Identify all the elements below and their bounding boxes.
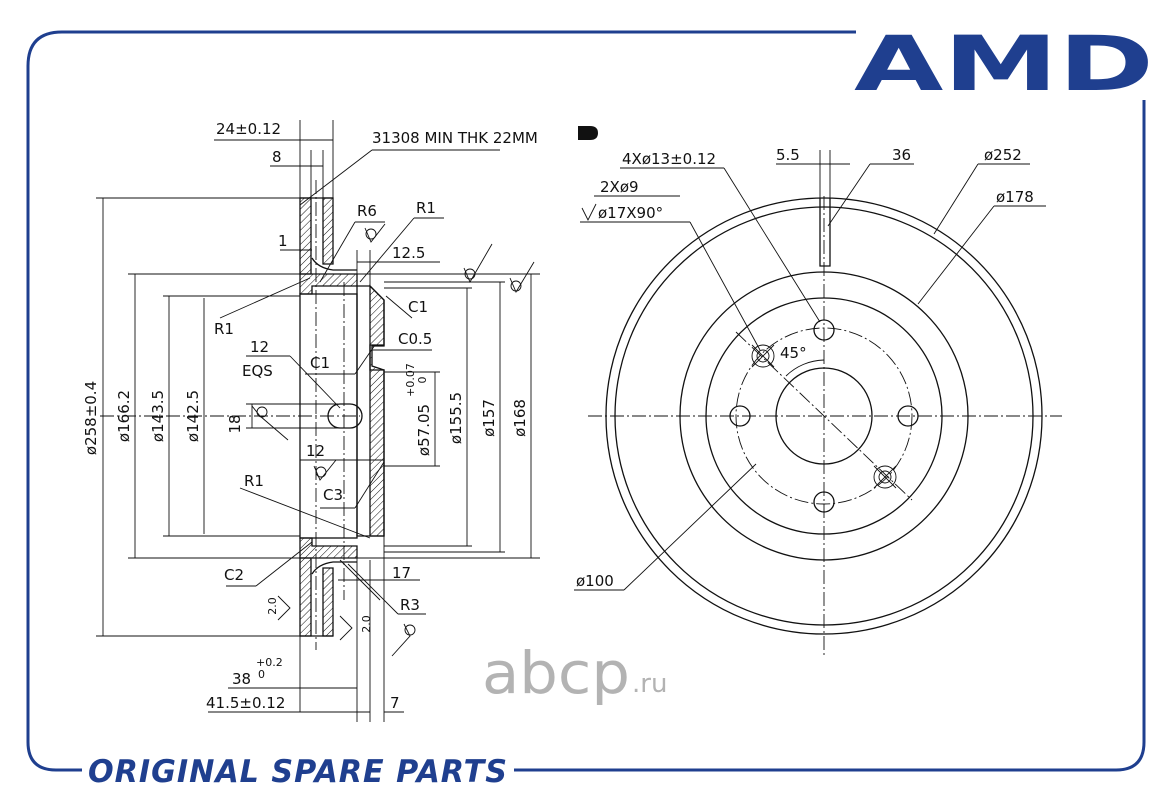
blue-frame <box>26 30 1146 772</box>
width-8-label: 8 <box>272 148 282 166</box>
c1-right-label: C1 <box>408 298 428 316</box>
dim-2-0-left-label: 2.0 <box>266 597 279 615</box>
top-outer-plate <box>299 197 312 275</box>
countersunk-hole-upper-left <box>751 344 775 368</box>
side-view-section: 24±0.12 8 31308 MIN THK 22MM 1 R6 R1 12.… <box>82 120 598 722</box>
countersink-icon <box>581 203 597 222</box>
dim-41-label: 41.5±0.12 <box>206 694 285 712</box>
d142-label: ø142.5 <box>184 390 202 442</box>
dim-12-5-label: 12.5 <box>392 244 425 262</box>
c1-mid-label: C1 <box>310 354 330 372</box>
friction-ring-outer <box>614 206 1034 626</box>
watermark-suffix: .ru <box>632 669 667 699</box>
dim-2-0-right-label: 2.0 <box>360 615 373 633</box>
bolt-hole-bottom <box>813 491 835 513</box>
diameter-dimensions <box>96 197 540 637</box>
front-view: 4Xø13±0.12 2Xø9 ø17X90° 5.5 36 ø252 ø178… <box>574 146 1062 656</box>
c2-label: C2 <box>224 566 244 584</box>
d57-tol-upper-label: +0.07 <box>404 363 417 397</box>
logo-text: AMD <box>854 19 1154 108</box>
angle-arc <box>785 359 825 377</box>
bolt-slot <box>327 403 363 429</box>
countersunk-hole-lower-right <box>873 465 897 489</box>
bolt-hole-left <box>729 405 751 427</box>
r1-top-label: R1 <box>416 199 436 217</box>
r3-label: R3 <box>400 596 420 614</box>
watermark: abcp .ru <box>482 639 667 707</box>
d252-label: ø252 <box>984 146 1022 164</box>
d57-tol-lower-label: 0 <box>416 377 429 384</box>
bolt-circle <box>735 327 913 505</box>
dim-7-label: 7 <box>390 694 400 712</box>
d168-label: ø168 <box>511 399 529 437</box>
bottom-hat-wall <box>299 537 358 559</box>
c3-label: C3 <box>323 486 343 504</box>
d-symbol-icon <box>578 126 598 140</box>
bottom-dimensions <box>208 536 426 722</box>
friction-ring-inner <box>679 271 969 561</box>
d155-label: ø155.5 <box>447 392 465 444</box>
holes-2-label: 2Xø9 <box>600 178 639 196</box>
roughness-symbols <box>251 223 535 657</box>
outer-edge <box>605 197 1043 635</box>
angle-label: 45° <box>780 344 807 362</box>
hub-wall-right <box>369 284 385 537</box>
top-dimensions <box>214 120 500 319</box>
holes-4-label: 4Xø13±0.12 <box>622 150 716 168</box>
dim-38-label: 38 <box>232 670 251 688</box>
dim-17-label: 17 <box>392 564 411 582</box>
footer-text: ORIGINAL SPARE PARTS <box>88 754 508 790</box>
d143-label: ø143.5 <box>149 390 167 442</box>
d258-label: ø258±0.4 <box>82 381 100 455</box>
amd-logo: AMD <box>854 19 1154 108</box>
r6-label: R6 <box>357 202 377 220</box>
d57-label: ø57.05 <box>415 404 433 456</box>
bolt-hole-top <box>813 319 835 341</box>
dim-18-label: 18 <box>226 414 244 433</box>
bolt-hole-right <box>897 405 919 427</box>
dim-12-top-label: 12 <box>250 338 269 356</box>
countersink-label: ø17X90° <box>598 204 663 222</box>
watermark-main: abcp <box>482 639 630 707</box>
top-hat-wall <box>299 273 358 295</box>
c0-5-label: C0.5 <box>398 330 432 348</box>
right-leaders <box>305 295 432 375</box>
top-inner-plate <box>322 197 334 265</box>
d157-label: ø157 <box>480 399 498 437</box>
dim-1-label: 1 <box>278 232 288 250</box>
d100-label: ø100 <box>576 572 614 590</box>
vent-slot <box>819 198 831 267</box>
part-note: 31308 MIN THK 22MM <box>372 129 538 147</box>
dim-38-tol-lower-label: 0 <box>258 668 265 681</box>
thickness-label: 24±0.12 <box>216 120 281 138</box>
bottom-outer-plate <box>299 557 312 637</box>
center-bore <box>775 367 873 465</box>
r1-bottom-label: R1 <box>244 472 264 490</box>
eqs-label: EQS <box>242 362 273 380</box>
d178-label: ø178 <box>996 188 1034 206</box>
r1-left-label: R1 <box>214 320 234 338</box>
dim-12-bottom-label: 12 <box>306 442 325 460</box>
bottom-inner-plate <box>322 567 334 637</box>
dim-36-label: 36 <box>892 146 911 164</box>
slot-dimensions <box>239 355 385 539</box>
d166-label: ø166.2 <box>115 390 133 442</box>
dim-5-5-label: 5.5 <box>776 146 800 164</box>
hat-diameter <box>705 297 943 535</box>
dim-38-tol-upper-label: +0.2 <box>256 656 283 669</box>
